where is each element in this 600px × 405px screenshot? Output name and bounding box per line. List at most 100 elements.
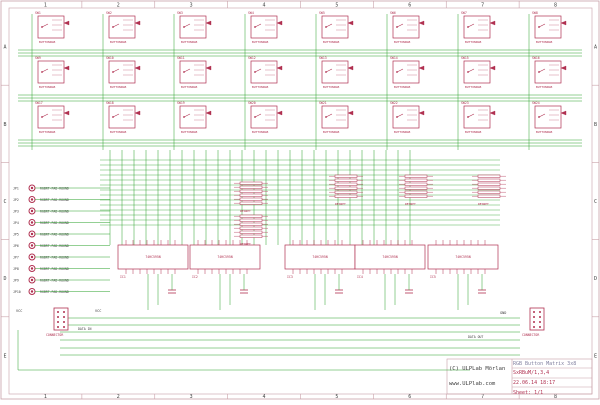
- resistor-array-label: RESNET: [478, 202, 489, 206]
- data-in-label: DATA IN: [78, 327, 92, 331]
- button-part-value: BUTTONRGB: [536, 40, 552, 44]
- led-symbol: [134, 65, 141, 71]
- resistor-element: [334, 178, 358, 182]
- button-rgb-part: [321, 15, 349, 39]
- led-symbol: [418, 65, 425, 71]
- switch-contact: [467, 113, 475, 118]
- pad-connector-hole: [30, 278, 34, 282]
- pad-name: JP2: [13, 198, 19, 202]
- button-part-value: BUTTONRGB: [252, 130, 268, 134]
- resistor-element: [477, 178, 501, 182]
- resistor-element: [239, 185, 263, 189]
- switch-contact: [254, 23, 262, 28]
- shift-register-label: 74HC595N: [145, 255, 160, 259]
- switch-contact: [538, 23, 546, 28]
- pad-connector-hole: [30, 267, 34, 270]
- frame-col-label-bottom: 6: [408, 394, 411, 400]
- button-part-name: SW7: [461, 11, 467, 15]
- pad-connector-hole: [30, 198, 34, 201]
- switch-pin: [538, 26, 540, 28]
- button-part-name: SW16: [532, 56, 540, 60]
- shift-register-name: IC4: [357, 275, 363, 279]
- frame-col-label-top: 6: [408, 3, 411, 9]
- button-rgb-part: [392, 15, 420, 39]
- button-rgb-part: [250, 15, 278, 39]
- pad-connector-hole: [30, 244, 34, 247]
- title-product: RGB Button Matrix 3x8: [513, 361, 577, 367]
- frame-col-label-bottom: 8: [554, 394, 557, 400]
- header-connector-right: [529, 307, 545, 331]
- title-block-frame: [446, 358, 593, 395]
- led-symbol: [347, 65, 354, 71]
- button-part-value: BUTTONRGB: [39, 130, 55, 134]
- header-pin: [539, 326, 541, 328]
- resistor-array-label: RESNET: [335, 202, 346, 206]
- button-part-value: BUTTONRGB: [252, 40, 268, 44]
- frame-col-label-bottom: 1: [44, 394, 47, 400]
- resistor-element: [334, 190, 358, 194]
- button-part-value: BUTTONRGB: [181, 40, 197, 44]
- switch-contact: [41, 68, 49, 73]
- header-pin: [533, 326, 535, 328]
- switch-pin: [396, 26, 398, 28]
- button-rgb-part: [250, 60, 278, 84]
- button-part-value: BUTTONRGB: [394, 85, 410, 89]
- switch-contact: [325, 23, 333, 28]
- led-symbol: [560, 110, 567, 116]
- button-part-value: BUTTONRGB: [394, 130, 410, 134]
- switch-pin: [183, 26, 185, 28]
- switch-contact: [538, 113, 546, 118]
- shift-register-label: 74HC595N: [382, 255, 397, 259]
- frame-row-label-right: E: [594, 353, 597, 359]
- switch-contact: [254, 113, 262, 118]
- led-symbol: [63, 110, 70, 116]
- pad-connector-hole: [30, 186, 34, 190]
- button-rgb-part: [179, 105, 207, 129]
- pad-value: RGBRT-PAD-ROUND: [40, 279, 69, 283]
- button-rgb-part: [534, 105, 562, 129]
- pad-value: RGBRT-PAD-ROUND: [40, 210, 69, 214]
- shift-register-ic: [427, 244, 499, 270]
- shift-register-name: IC5: [430, 275, 436, 279]
- header-pin: [63, 311, 65, 313]
- switch-pin: [325, 116, 327, 118]
- led-symbol: [418, 110, 425, 116]
- button-part-value: BUTTONRGB: [110, 40, 126, 44]
- header-pin: [539, 316, 541, 318]
- led-symbol: [560, 65, 567, 71]
- frame-row-label-left: D: [3, 276, 6, 282]
- header-pin: [57, 326, 59, 328]
- led-symbol: [489, 65, 496, 71]
- resistor-array-label: RESNET: [240, 209, 251, 213]
- button-part-value: BUTTONRGB: [465, 40, 481, 44]
- resistor-array-label: RESNET: [240, 242, 251, 246]
- button-rgb-part: [321, 105, 349, 129]
- button-part-name: SW24: [532, 101, 540, 105]
- button-rgb-part: [179, 15, 207, 39]
- frame-col-label-bottom: 3: [190, 394, 193, 400]
- resistor-element: [334, 174, 358, 178]
- button-part-name: SW3: [177, 11, 183, 15]
- resistor-element: [477, 186, 501, 190]
- switch-contact: [183, 113, 191, 118]
- title-sheet: Sheet: 1/1: [513, 390, 544, 396]
- pad-connector-hole: [30, 290, 34, 293]
- button-rgb-part: [463, 105, 491, 129]
- shift-register-label: 74HC595N: [455, 255, 470, 259]
- resistor-element: [404, 194, 428, 198]
- button-rgb-part: [534, 15, 562, 39]
- frame-row-label-left: E: [3, 353, 6, 359]
- switch-contact: [41, 23, 49, 28]
- button-part-name: SW11: [177, 56, 185, 60]
- pad-name: JP8: [13, 267, 19, 271]
- frame-col-label-bottom: 4: [263, 394, 266, 400]
- button-part-name: SW20: [248, 101, 256, 105]
- header-label: CONNECTOR: [46, 333, 63, 337]
- button-rgb-part: [37, 60, 65, 84]
- switch-contact: [112, 23, 120, 28]
- pad-connector-hole: [30, 221, 34, 224]
- button-rgb-part: [392, 105, 420, 129]
- frame-col-label-bottom: 7: [481, 394, 484, 400]
- pad-name: JP6: [13, 244, 19, 248]
